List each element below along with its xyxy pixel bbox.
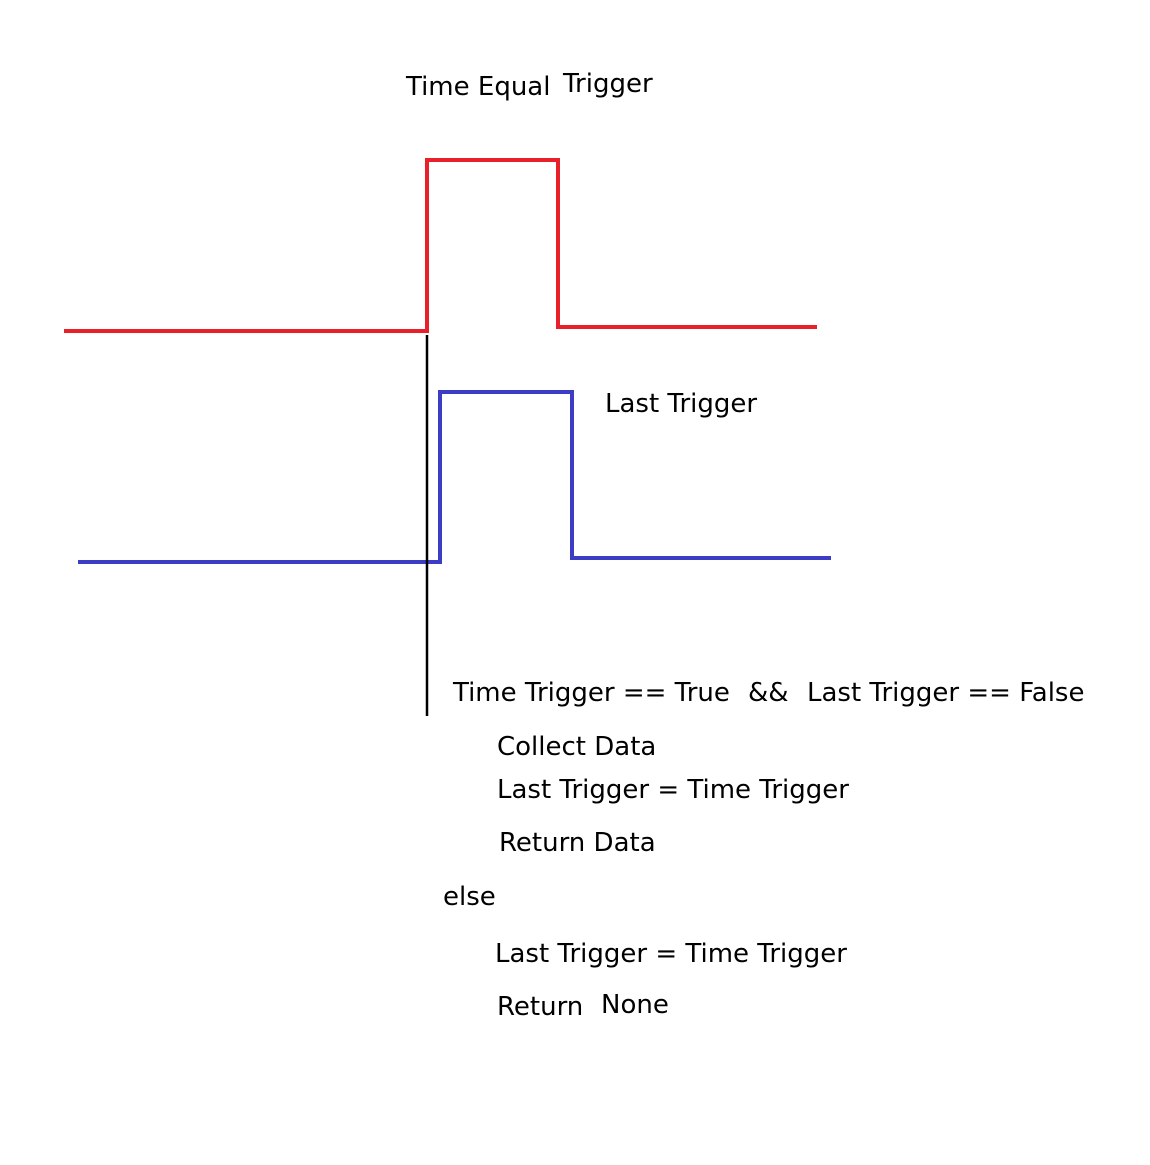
- last-trigger-label: Last Trigger: [605, 389, 758, 419]
- last-trigger-signal: [78, 390, 831, 564]
- collect-data-statement: Collect Data: [497, 732, 657, 762]
- time-equal-label: Time Equal: [406, 72, 551, 102]
- time-equal-trigger-signal: [64, 158, 817, 333]
- assign-last-trigger-statement: Last Trigger = Time Trigger: [497, 775, 849, 805]
- trigger-label: Trigger: [563, 69, 653, 99]
- return-data-statement: Return Data: [499, 828, 656, 858]
- none-value: None: [601, 990, 669, 1020]
- return-keyword: Return: [497, 992, 584, 1022]
- condition-last-trigger: Last Trigger == False: [807, 678, 1085, 708]
- else-keyword: else: [443, 882, 496, 912]
- else-assign-last-trigger-statement: Last Trigger = Time Trigger: [495, 939, 847, 969]
- condition-and-operator: &&: [748, 678, 789, 708]
- condition-time-trigger: Time Trigger == True: [453, 678, 730, 708]
